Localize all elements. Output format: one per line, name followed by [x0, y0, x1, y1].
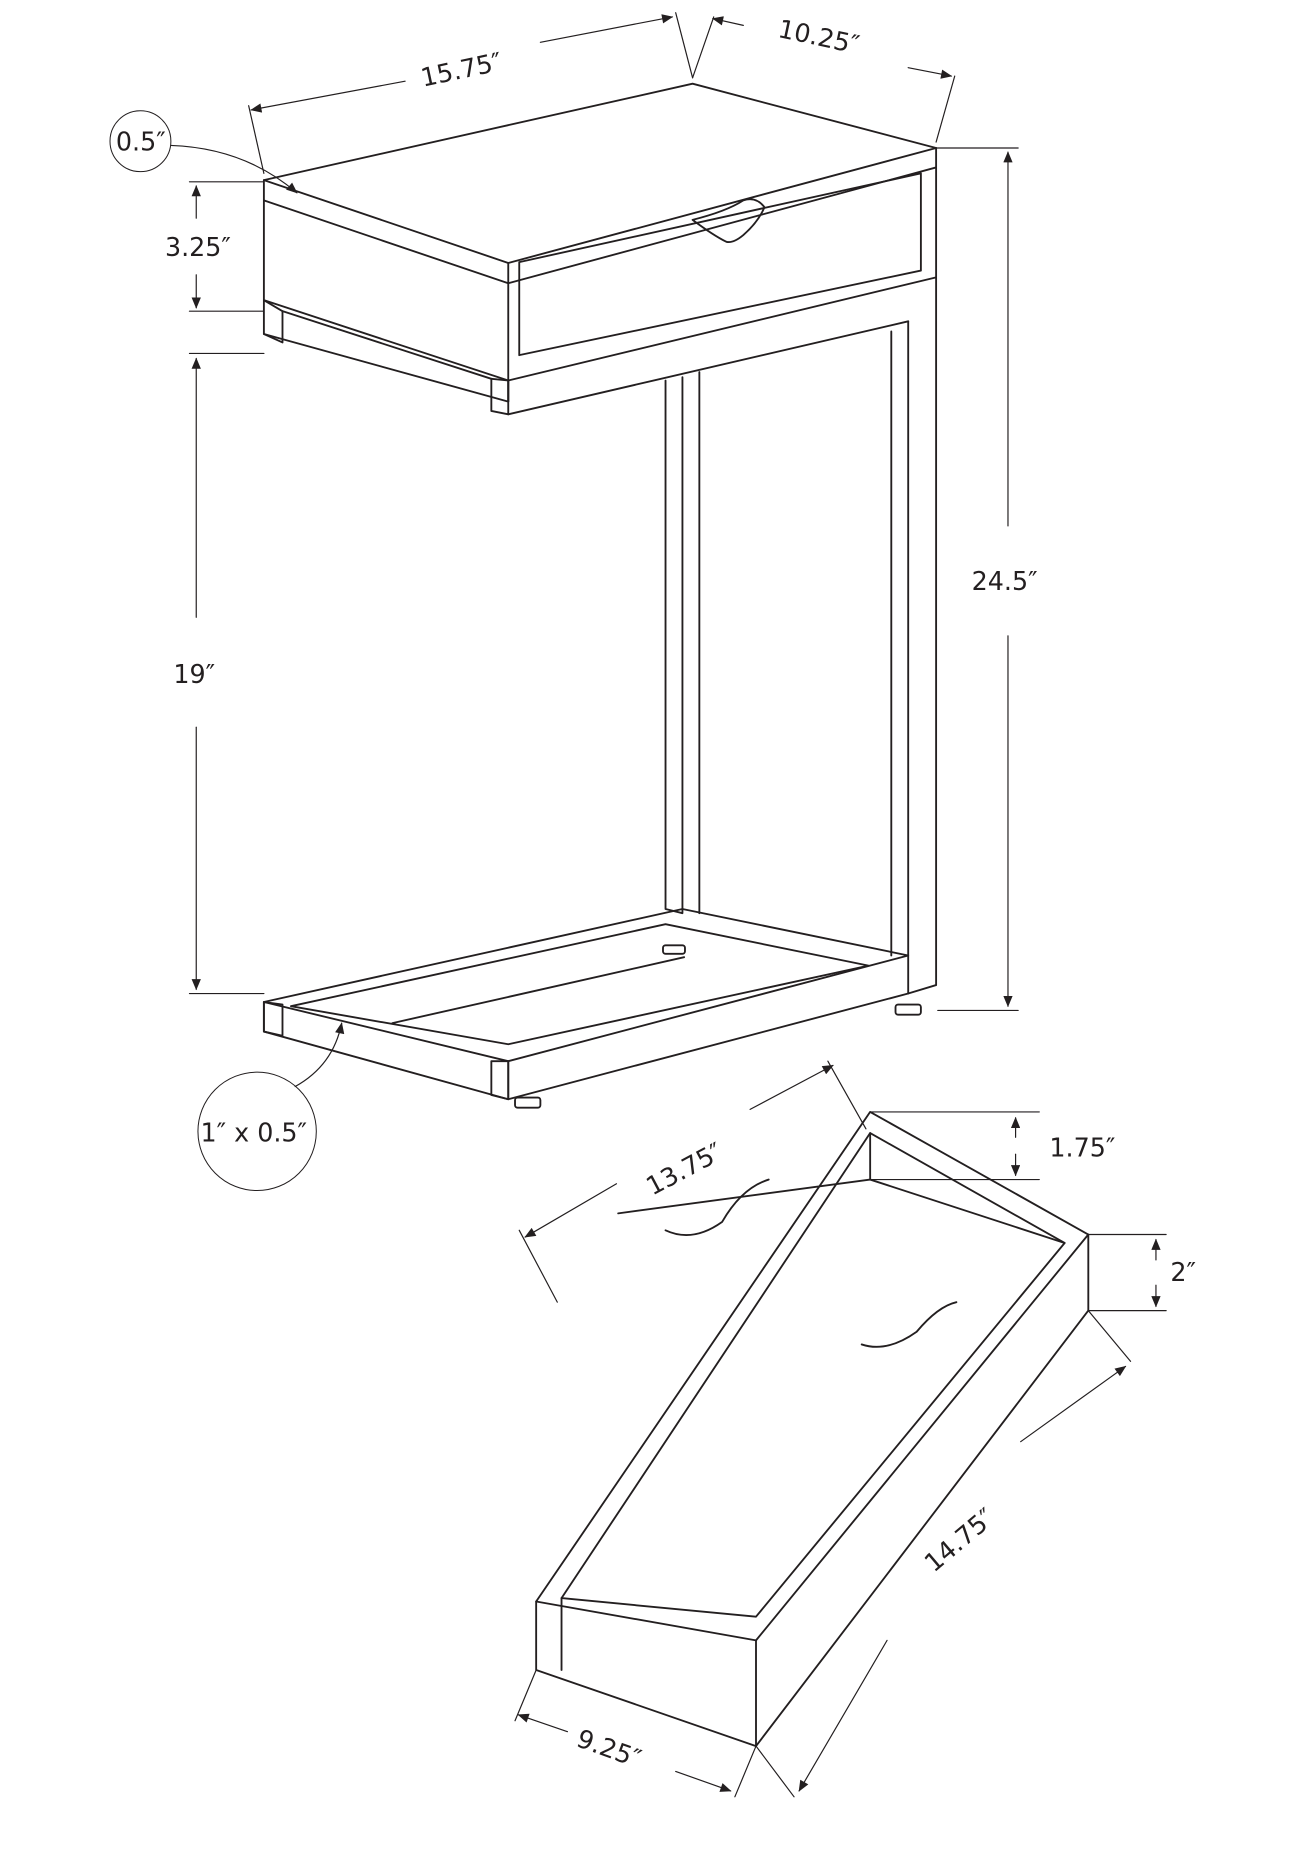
- base-frame-top: [262, 908, 910, 1063]
- upright-front: [907, 276, 938, 995]
- dimension-lines: [109, 12, 1167, 1798]
- label-drawer-side-height: 1.75″: [1049, 1133, 1115, 1163]
- drawer-side-cutout-left: [664, 1178, 770, 1236]
- table-top-front-edge: [262, 147, 938, 285]
- drawer-side-cutout-right: [860, 1301, 958, 1348]
- top-thickness-callout: [109, 110, 172, 173]
- label-drawer-height: 3.25″: [165, 232, 231, 262]
- top-frame-corner: [490, 377, 510, 416]
- drawer-front: [518, 172, 922, 357]
- drawer-front-face: [535, 1233, 1090, 1748]
- drawer-inner-rim: [560, 1132, 1066, 1618]
- label-base-tube: 1″ x 0.5″: [200, 1118, 307, 1148]
- foot-front-right: [894, 1003, 922, 1016]
- label-total-height: 24.5″: [972, 566, 1038, 596]
- label-drawer-length: 13.75″: [641, 1136, 728, 1201]
- apron-front: [507, 166, 938, 382]
- label-top-depth: 10.25″: [776, 13, 863, 59]
- upright-back: [664, 376, 684, 915]
- table-top: [262, 82, 938, 264]
- top-frame-left: [262, 299, 284, 344]
- side-table: [262, 82, 938, 1109]
- foot-front-left: [514, 1096, 542, 1109]
- drawer: [535, 1110, 1090, 1748]
- label-top-thickness: 0.5″: [116, 127, 166, 157]
- base-frame-front: [262, 992, 910, 1101]
- drawer-rim: [535, 1110, 1090, 1642]
- label-top-width: 15.75″: [418, 46, 505, 92]
- base-tube-callout: [197, 1071, 317, 1192]
- drawer-pull: [691, 198, 766, 244]
- label-drawer-front-height: 2″: [1170, 1257, 1196, 1287]
- foot-back: [662, 944, 686, 955]
- label-drawer-depth: 14.75″: [918, 1502, 1000, 1578]
- label-drawer-width: 9.25″: [573, 1723, 645, 1774]
- dimension-labels: 15.75″ 10.25″ 0.5″ 3.25″ 19″ 24.5″ 1″ x …: [116, 13, 1196, 1773]
- apron-left: [262, 199, 510, 382]
- label-clearance-height: 19″: [173, 659, 215, 689]
- base-frame-inner: [290, 923, 870, 1046]
